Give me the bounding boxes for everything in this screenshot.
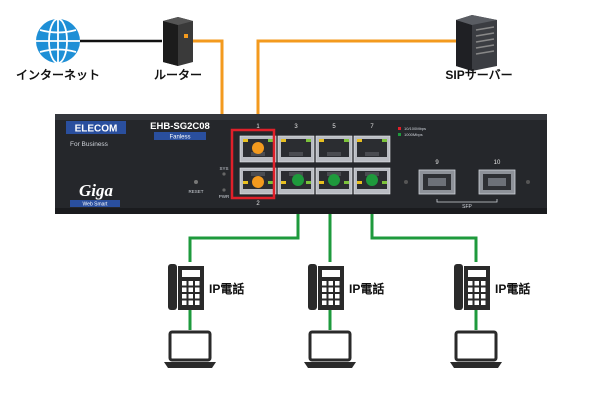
port-6-connection-dot	[328, 174, 340, 186]
highlight-box	[230, 128, 276, 200]
ethernet-port-4[interactable]	[277, 167, 315, 195]
laptop-icon	[450, 330, 502, 368]
brand-badge	[66, 121, 126, 134]
sfp-number-9: 9	[435, 160, 439, 166]
laptop-icon	[164, 330, 216, 368]
ethernet-port-7[interactable]	[353, 135, 391, 163]
port-1-connection-dot	[252, 142, 264, 154]
sfp-port-10[interactable]	[478, 169, 516, 195]
legend-speed-1: 10/100Mbps	[404, 126, 426, 131]
port-number-2: 2	[256, 201, 260, 207]
reset-button[interactable]	[194, 180, 198, 184]
sfp-port-9[interactable]	[418, 169, 456, 195]
ip-phone-label: IP電話	[495, 281, 530, 296]
pwr-led	[222, 188, 226, 192]
sfp-label: SFP	[462, 204, 472, 210]
ip-phone-label: IP電話	[349, 281, 384, 296]
internet-label: インターネット	[16, 68, 100, 82]
server-icon	[456, 15, 497, 71]
reset-label: RESET	[188, 189, 203, 194]
sys-led	[222, 172, 226, 176]
fanless-label: Fanless	[169, 135, 190, 141]
sip-server-label: SIPサーバー	[445, 68, 512, 82]
ip-phone-icon	[454, 264, 490, 310]
router-label: ルーター	[154, 68, 202, 82]
legend-speed-2: 1000Mbps	[404, 132, 423, 137]
laptop-icon	[304, 330, 356, 368]
fanless-badge	[154, 132, 206, 140]
model-name: EHB-SG2C08	[150, 121, 210, 132]
port-8-connection-dot	[366, 174, 378, 186]
ip-phone-icon	[168, 264, 204, 310]
port-number-1: 1	[256, 124, 260, 130]
switch-device: ELECOM For Business EHB-SG2C08 Fanless G…	[55, 114, 547, 214]
sfp-number-10: 10	[494, 160, 501, 166]
ethernet-port-3[interactable]	[277, 135, 315, 163]
port-number-7: 7	[370, 124, 374, 130]
ethernet-port-8[interactable]	[353, 167, 391, 195]
series-sub-label: Web Smart	[83, 202, 109, 208]
port-2-connection-dot	[252, 176, 264, 188]
globe-icon	[36, 18, 80, 64]
port-4-connection-dot	[292, 174, 304, 186]
sfp-bracket	[436, 199, 498, 203]
pwr-label: PWR	[219, 194, 230, 199]
ip-phone-icon	[308, 264, 344, 310]
sip-server-line	[256, 39, 456, 148]
ethernet-port-5[interactable]	[315, 135, 353, 163]
endpoints: IP電話 IP電話 IP電話	[164, 264, 530, 368]
sys-label: SYS	[219, 166, 228, 171]
port-number-3: 3	[294, 124, 298, 130]
series-name: Giga	[79, 181, 114, 200]
series-badge	[70, 200, 120, 207]
router-icon	[163, 17, 193, 66]
brand-name: ELECOM	[75, 124, 118, 135]
port-number-5: 5	[332, 124, 336, 130]
brand-tagline: For Business	[70, 141, 109, 148]
ip-phone-label: IP電話	[209, 281, 244, 296]
